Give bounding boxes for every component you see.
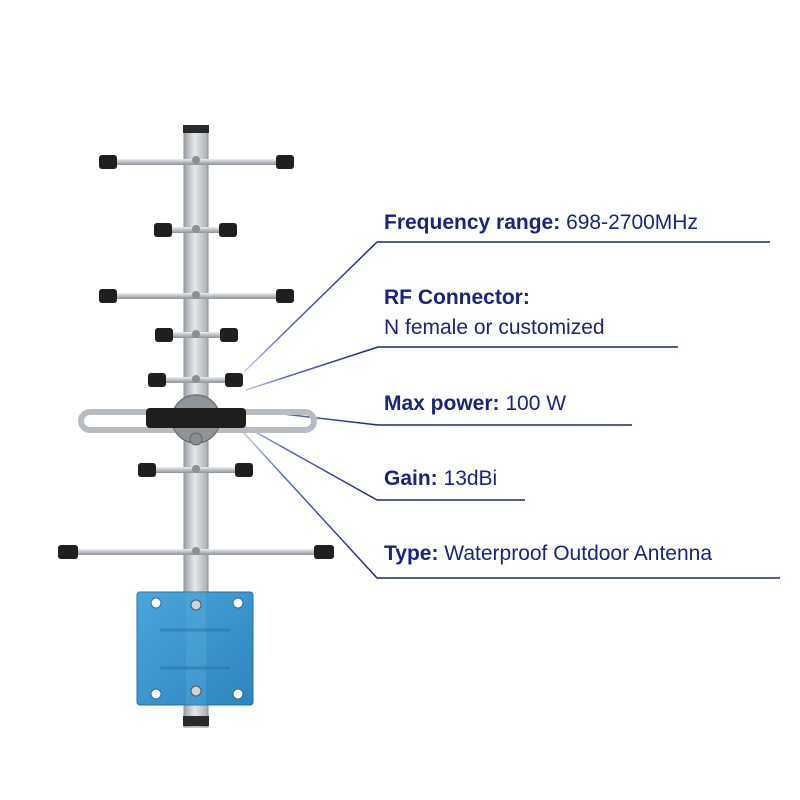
plate-bolt-hole	[150, 688, 162, 700]
end-cap	[314, 545, 334, 559]
plate-bolt-hole	[232, 597, 244, 609]
spec-type: Type: Waterproof Outdoor Antenna	[384, 539, 712, 569]
spec-frequency-range: Frequency range: 698-2700MHz	[384, 208, 698, 238]
plate-screw	[190, 599, 202, 611]
spec-label: Gain:	[384, 467, 438, 490]
end-cap	[235, 463, 253, 477]
boom-top-cap	[183, 125, 209, 133]
end-cap	[154, 223, 172, 237]
spec-gain: Gain: 13dBi	[384, 464, 497, 494]
end-cap	[99, 155, 117, 169]
folded-dipole	[78, 394, 317, 444]
plate-bolt-hole	[232, 688, 244, 700]
spec-max-power: Max power: 100 W	[384, 389, 566, 419]
spec-label: Type:	[384, 542, 439, 565]
spec-value: 100 W	[505, 392, 567, 415]
spec-value: 13dBi	[443, 467, 498, 490]
end-cap	[138, 463, 156, 477]
boom-screws	[189, 156, 203, 555]
end-cap	[58, 545, 78, 559]
spec-label: Max power:	[384, 392, 500, 415]
leader-lines	[239, 241, 780, 579]
spec-value: N female or customized	[384, 316, 605, 339]
leader-line-connector-diagonal	[245, 346, 379, 391]
plate-screw	[190, 685, 202, 697]
end-cap	[148, 373, 166, 387]
spec-label: Frequency range:	[384, 211, 561, 234]
dipole-insulator	[146, 408, 246, 428]
end-cap	[276, 289, 294, 303]
boom-bottom-cap	[183, 716, 209, 726]
end-cap	[99, 289, 117, 303]
end-cap	[225, 373, 243, 387]
end-cap	[219, 223, 237, 237]
leader-line-gain-diagonal	[242, 424, 378, 501]
end-cap	[220, 328, 238, 342]
spec-rf-connector: RF Connector: N female or customized	[384, 283, 605, 343]
spec-value: 698-2700MHz	[566, 211, 698, 234]
plate-bolt-hole	[150, 597, 162, 609]
mounting-plate	[136, 591, 254, 706]
end-cap	[155, 328, 173, 342]
spec-label: RF Connector:	[384, 286, 530, 309]
leader-line-frequency-diagonal	[243, 241, 378, 373]
end-cap	[276, 155, 294, 169]
leader-line-type-diagonal	[242, 431, 378, 579]
spec-value: Waterproof Outdoor Antenna	[444, 542, 713, 565]
